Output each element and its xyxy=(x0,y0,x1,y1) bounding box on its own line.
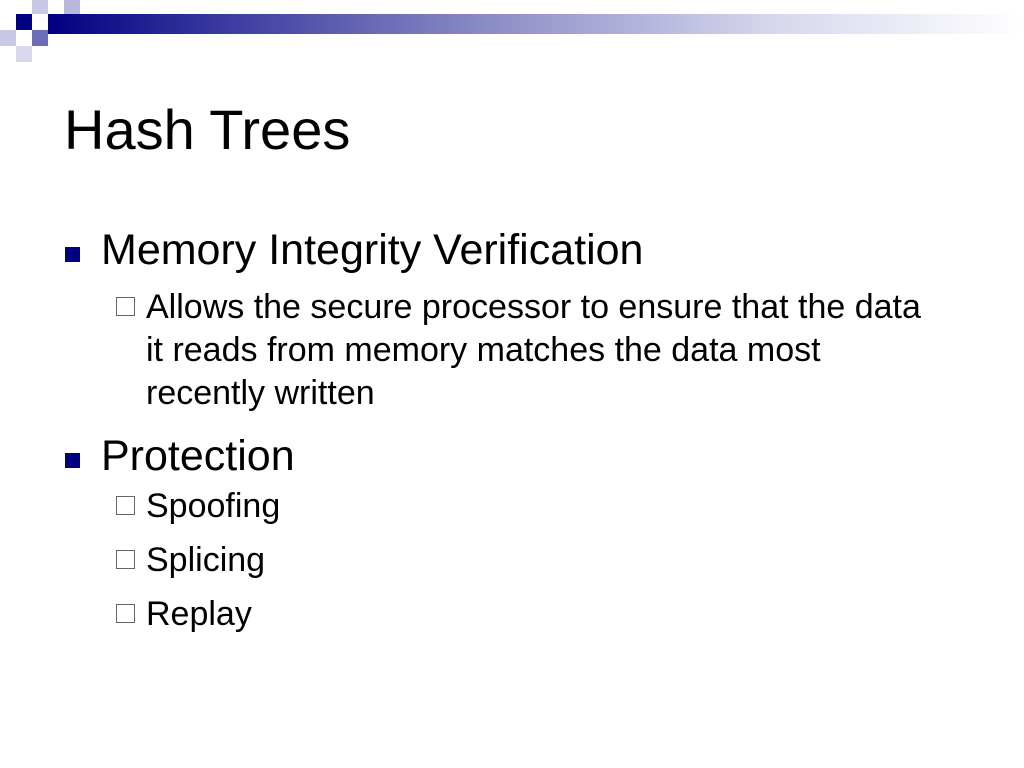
square-bullet-icon xyxy=(65,247,80,262)
sub-bullet-item: Splicing xyxy=(64,539,964,582)
sub-bullet-text: Splicing xyxy=(146,541,266,579)
decor-square-light xyxy=(32,0,48,14)
sub-bullet-item: Spoofing xyxy=(64,485,964,528)
decor-square-light xyxy=(0,30,16,46)
sub-bullet-text: Spoofing xyxy=(146,487,281,525)
decor-square-light xyxy=(16,46,32,62)
sub-bullet-text: Allows the secure processor to ensure th… xyxy=(146,288,921,412)
slide-title: Hash Trees xyxy=(64,98,351,161)
sub-bullet-item: Allows the secure processor to ensure th… xyxy=(64,286,964,415)
sub-bullet-item: Replay xyxy=(64,593,964,636)
decor-square-dark xyxy=(16,14,32,30)
sub-bullet-list: Spoofing Splicing Replay xyxy=(64,485,964,636)
hollow-square-bullet-icon xyxy=(116,550,135,569)
sub-bullet-list: Allows the secure processor to ensure th… xyxy=(64,286,964,415)
bullet-group: Protection Spoofing Splicing Replay xyxy=(64,428,964,636)
bullet-list: Memory Integrity Verification Allows the… xyxy=(64,222,964,646)
hollow-square-bullet-icon xyxy=(116,297,135,316)
square-bullet-icon xyxy=(65,453,80,468)
hollow-square-bullet-icon xyxy=(116,604,135,623)
decor-square-mid xyxy=(32,30,48,46)
bullet-text: Memory Integrity Verification xyxy=(101,226,644,274)
bullet-item: Protection xyxy=(64,428,964,484)
sub-bullet-text: Replay xyxy=(146,595,252,633)
hollow-square-bullet-icon xyxy=(116,496,135,515)
bullet-item: Memory Integrity Verification xyxy=(64,222,964,278)
decor-square-mid xyxy=(64,0,80,14)
bullet-text: Protection xyxy=(101,432,295,480)
bullet-group: Memory Integrity Verification Allows the… xyxy=(64,222,964,415)
header-gradient-bar xyxy=(48,14,1024,34)
